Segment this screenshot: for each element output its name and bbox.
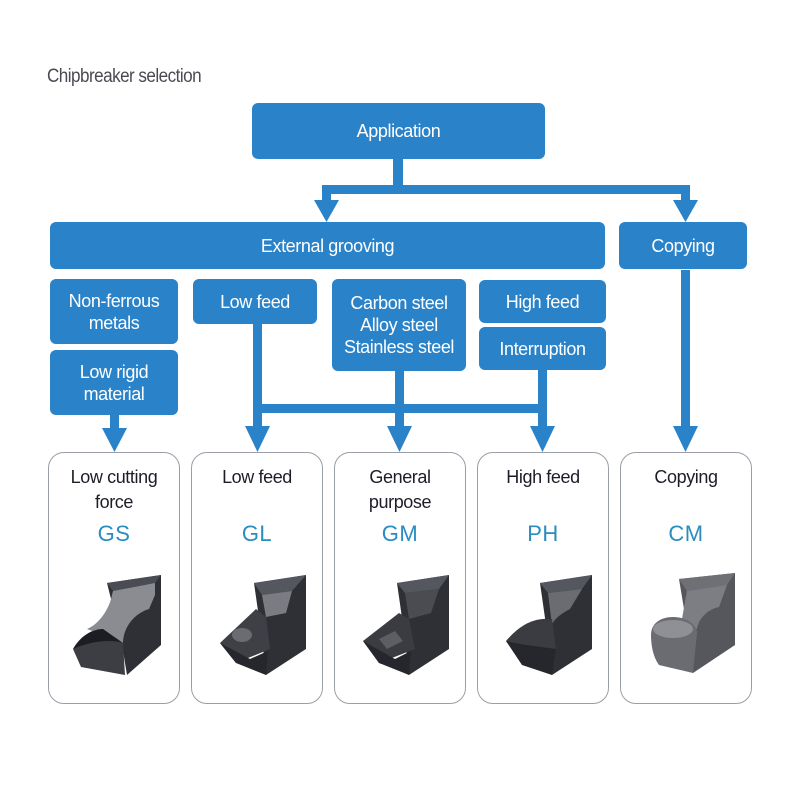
chipbreaker-code: PH xyxy=(527,521,559,546)
connector-copying-stem xyxy=(681,270,690,430)
arrow-to-external-grooving xyxy=(314,200,339,222)
chipbreaker-code: GS xyxy=(97,521,131,546)
result-label-line1: Low feed xyxy=(222,467,292,487)
high-feed-box: High feed xyxy=(479,280,606,323)
connector-steel-stem xyxy=(395,370,404,430)
result-card-gl: Low feed GL xyxy=(191,452,323,704)
low-feed-box: Low feed xyxy=(193,279,317,324)
chipbreaker-code: GL xyxy=(241,521,273,546)
result-card-gm: General purpose GM xyxy=(334,452,466,704)
diagram-title: Chipbreaker selection xyxy=(47,66,202,87)
application-label: Application xyxy=(356,121,441,141)
result-label-line2: purpose xyxy=(368,492,432,512)
result-label: Copying xyxy=(621,465,751,490)
low-rigid-line1: Low rigid xyxy=(79,361,149,382)
result-label-line1: General xyxy=(369,467,431,487)
result-card-cm: Copying CM xyxy=(620,452,752,704)
grooving-insert-gl-icon xyxy=(220,575,306,675)
result-label: Low cutting force xyxy=(49,465,179,515)
result-label-line1: Copying xyxy=(654,467,718,487)
external-grooving-label: External grooving xyxy=(260,235,395,256)
connector-left-drop xyxy=(322,185,331,203)
result-label: Low feed xyxy=(192,465,322,490)
result-label: General purpose xyxy=(335,465,465,515)
grooving-insert-gs-icon xyxy=(73,575,161,675)
result-label-line1: Low cutting xyxy=(70,467,158,487)
steel-line3: Stainless steel xyxy=(343,337,455,357)
low-rigid-box: Low rigid material xyxy=(50,350,178,415)
connector-bus xyxy=(253,404,547,413)
arrow-to-ph xyxy=(530,426,555,452)
copying-insert-cm-icon xyxy=(651,573,735,673)
application-box: Application xyxy=(252,103,545,159)
connector-gs-stem xyxy=(110,414,119,432)
grooving-insert-ph-icon xyxy=(506,575,592,675)
interruption-box: Interruption xyxy=(479,327,606,370)
result-card-ph: High feed PH xyxy=(477,452,609,704)
arrow-to-gl xyxy=(245,426,270,452)
high-feed-label: High feed xyxy=(505,291,580,312)
steel-box: Carbon steel Alloy steel Stainless steel xyxy=(332,279,466,371)
low-feed-label: Low feed xyxy=(220,291,290,312)
arrow-to-gm xyxy=(387,426,412,452)
low-rigid-line2: material xyxy=(83,383,145,404)
external-grooving-box: External grooving xyxy=(50,222,605,269)
arrow-to-gs xyxy=(102,428,127,452)
steel-line1: Carbon steel xyxy=(350,293,448,313)
chipbreaker-code: GM xyxy=(381,521,419,546)
connector-root-stem xyxy=(393,158,403,188)
result-label-line2: force xyxy=(94,492,134,512)
grooving-insert-gm-icon xyxy=(363,575,449,675)
arrow-to-cm xyxy=(673,426,698,452)
non-ferrous-line2: metals xyxy=(88,312,140,333)
steel-line2: Alloy steel xyxy=(360,315,438,335)
non-ferrous-line1: Non-ferrous xyxy=(68,290,160,311)
arrow-to-copying xyxy=(673,200,698,222)
non-ferrous-box: Non-ferrous metals xyxy=(50,279,178,344)
result-label: High feed xyxy=(478,465,608,490)
result-card-gs: Low cutting force GS xyxy=(48,452,180,704)
connector-right-drop xyxy=(681,185,690,203)
result-label-line1: High feed xyxy=(506,467,580,487)
connector-root-split xyxy=(322,185,690,194)
connector-interruption-stem xyxy=(538,370,547,430)
connector-low-feed-stem xyxy=(253,312,262,430)
copying-box: Copying xyxy=(619,222,747,269)
interruption-label: Interruption xyxy=(499,338,586,359)
chipbreaker-code: CM xyxy=(668,521,704,546)
copying-label: Copying xyxy=(651,235,715,256)
